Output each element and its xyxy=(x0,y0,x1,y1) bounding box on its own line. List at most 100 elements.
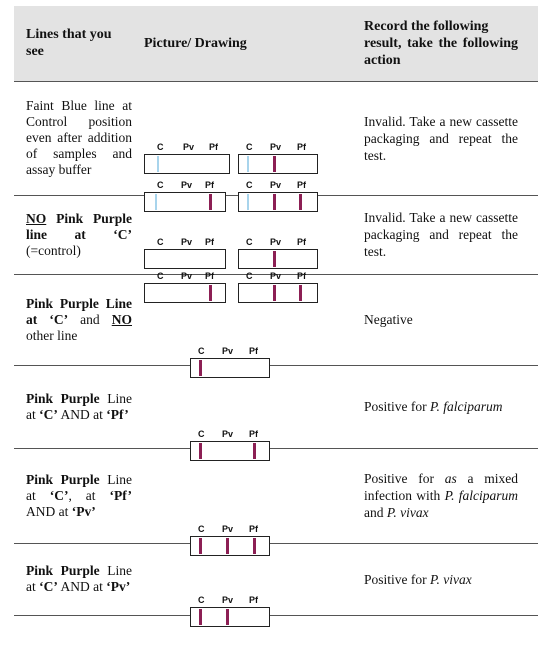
strip-label-pv: Pv xyxy=(222,523,234,534)
lines-seen-text: Line at xyxy=(26,390,132,422)
strip-label-pv: Pv xyxy=(270,180,282,190)
lines-seen-text: AND at xyxy=(26,503,72,519)
lines-seen-c: ‘C’ xyxy=(49,487,69,503)
header-action-text: action xyxy=(364,52,401,68)
pink-purple-line xyxy=(273,284,276,301)
strip-label-pv: Pv xyxy=(222,428,234,439)
result-species: P. vivax xyxy=(430,571,472,587)
strip-label-c: C xyxy=(157,270,164,281)
lines-seen-cell: Pink Purple Line at ‘C’ AND at ‘Pv’ xyxy=(14,543,140,615)
lines-seen-c: ‘C’ xyxy=(39,579,58,594)
lines-seen-tail: (=control) xyxy=(26,242,81,258)
lines-seen-bold: Pink Purple line at ‘C’ xyxy=(26,210,132,242)
lines-seen-text: AND at xyxy=(57,406,107,422)
header-picture-drawing: Picture/ Drawing xyxy=(140,6,350,81)
strip-label-pf: Pf xyxy=(209,142,218,152)
strip-label-pv: Pv xyxy=(270,236,282,247)
result-text: a mixed infection with xyxy=(364,471,518,503)
lines-seen-bold: Pink Purple xyxy=(26,471,100,487)
cassette-window xyxy=(144,192,226,212)
no-text: NO xyxy=(111,311,132,327)
result-cell: Invalid. Take a new cassette packaging a… xyxy=(364,210,518,259)
table-row: Pink Purple Line at ‘C’ AND at ‘Pv’ C Pv… xyxy=(14,543,538,627)
table-row: Faint Blue line at Control position even… xyxy=(14,81,538,212)
lines-seen-bold: Pink Purple xyxy=(26,390,100,406)
strip-label-c: C xyxy=(246,180,253,190)
result-cell: Positive for P. falciparum xyxy=(350,365,538,448)
lines-seen-c: ‘C’ xyxy=(39,406,58,422)
cassette-window xyxy=(238,192,318,212)
strip-label-pf: Pf xyxy=(249,428,258,439)
result-species: P. falciparum xyxy=(444,488,518,503)
strip-label-pf: Pf xyxy=(249,345,258,356)
lines-seen-cell: Faint Blue line at Control position even… xyxy=(26,98,132,177)
lines-seen-text: Line at xyxy=(26,563,132,594)
pink-purple-line xyxy=(199,359,202,376)
result-text: and xyxy=(364,505,387,520)
lines-seen-cell: NO Pink Purple line at ‘C’ (=control) xyxy=(14,195,140,274)
cassette-window xyxy=(238,282,318,303)
result-text-italic: as xyxy=(444,471,457,486)
table-row: NO Pink Purple line at ‘C’ (=control) C … xyxy=(14,195,538,303)
table-row: Pink Purple Line at ‘C’ and NO other lin… xyxy=(14,274,538,378)
result-text: Positive for xyxy=(364,571,430,587)
pink-purple-line xyxy=(299,284,302,301)
drawing-cell: C Pv Pf C Pv Pf C xyxy=(140,195,350,303)
strip-label-c: C xyxy=(157,142,164,152)
result-cell: Invalid. Take a new cassette packaging a… xyxy=(364,113,518,163)
table-header-row: Lines that you see Picture/ Drawing Reco… xyxy=(14,6,538,81)
strip-label-c: C xyxy=(198,428,205,439)
drawing-cell: C Pv Pf C Pv Pf xyxy=(140,81,350,212)
pink-purple-line xyxy=(199,442,202,459)
strip-label-c: C xyxy=(198,345,205,356)
lines-seen-bold: Pink Purple xyxy=(26,563,100,578)
faint-blue-line xyxy=(157,156,159,172)
strip-label-c: C xyxy=(246,142,253,152)
lines-seen-cell: Pink Purple Line at ‘C’, at ‘Pf’ AND at … xyxy=(14,448,140,543)
drawing-cell: C Pv Pf xyxy=(140,365,350,461)
result-cell: Positive for as a mixed infection with P… xyxy=(350,448,538,543)
strip-label-pf: Pf xyxy=(297,236,306,247)
strip-label-c: C xyxy=(157,236,164,247)
header-record-result: Record the following result, take the fo… xyxy=(350,6,538,81)
lines-seen-bold: Pink Purple Line at ‘C’ xyxy=(26,295,132,327)
drawing-cell: C Pv Pf xyxy=(140,543,350,627)
result-text: Positive for xyxy=(364,471,445,486)
pink-purple-line xyxy=(199,609,202,625)
lines-seen-pf: ‘Pf’ xyxy=(106,406,129,422)
pink-purple-line xyxy=(253,442,256,459)
header-lines-you-see: Lines that you see xyxy=(14,6,140,81)
cassette-window xyxy=(144,154,230,174)
strip-label-pv: Pv xyxy=(222,345,234,356)
result-cell: Positive for P. vivax xyxy=(350,543,538,615)
strip-label-pf: Pf xyxy=(249,595,258,605)
lines-seen-cell: Pink Purple Line at ‘C’ and NO other lin… xyxy=(14,274,140,365)
strip-label-c: C xyxy=(246,270,253,281)
lines-seen-and: and xyxy=(68,311,112,327)
no-text: NO xyxy=(26,210,47,226)
pink-purple-line xyxy=(226,609,229,625)
result-species: P. vivax xyxy=(386,505,429,520)
strip-label-pf: Pf xyxy=(205,270,214,281)
pink-purple-line xyxy=(209,284,212,301)
results-table: Lines that you see Picture/ Drawing Reco… xyxy=(14,6,538,627)
strip-label-c: C xyxy=(246,236,253,247)
faint-blue-line xyxy=(247,194,249,210)
lines-seen-pf: ‘Pf’ xyxy=(109,487,132,503)
pink-purple-line xyxy=(199,537,202,554)
cassette-window xyxy=(144,282,226,303)
lines-seen-tail: other line xyxy=(26,327,78,343)
pink-purple-line xyxy=(273,250,276,267)
strip-label-c: C xyxy=(157,180,164,190)
faint-blue-line xyxy=(247,156,249,172)
strip-label-pv: Pv xyxy=(181,270,193,281)
pink-purple-line xyxy=(273,156,276,172)
strip-label-pf: Pf xyxy=(249,523,258,534)
lines-seen-text: AND at xyxy=(57,579,107,594)
lines-seen-cell: Pink Purple Line at ‘C’ AND at ‘Pf’ xyxy=(14,365,140,448)
drawing-cell: C Pv Pf xyxy=(140,274,350,378)
cassette-window xyxy=(238,154,318,174)
pink-purple-line xyxy=(226,537,229,554)
strip-label-pv: Pv xyxy=(181,236,193,247)
